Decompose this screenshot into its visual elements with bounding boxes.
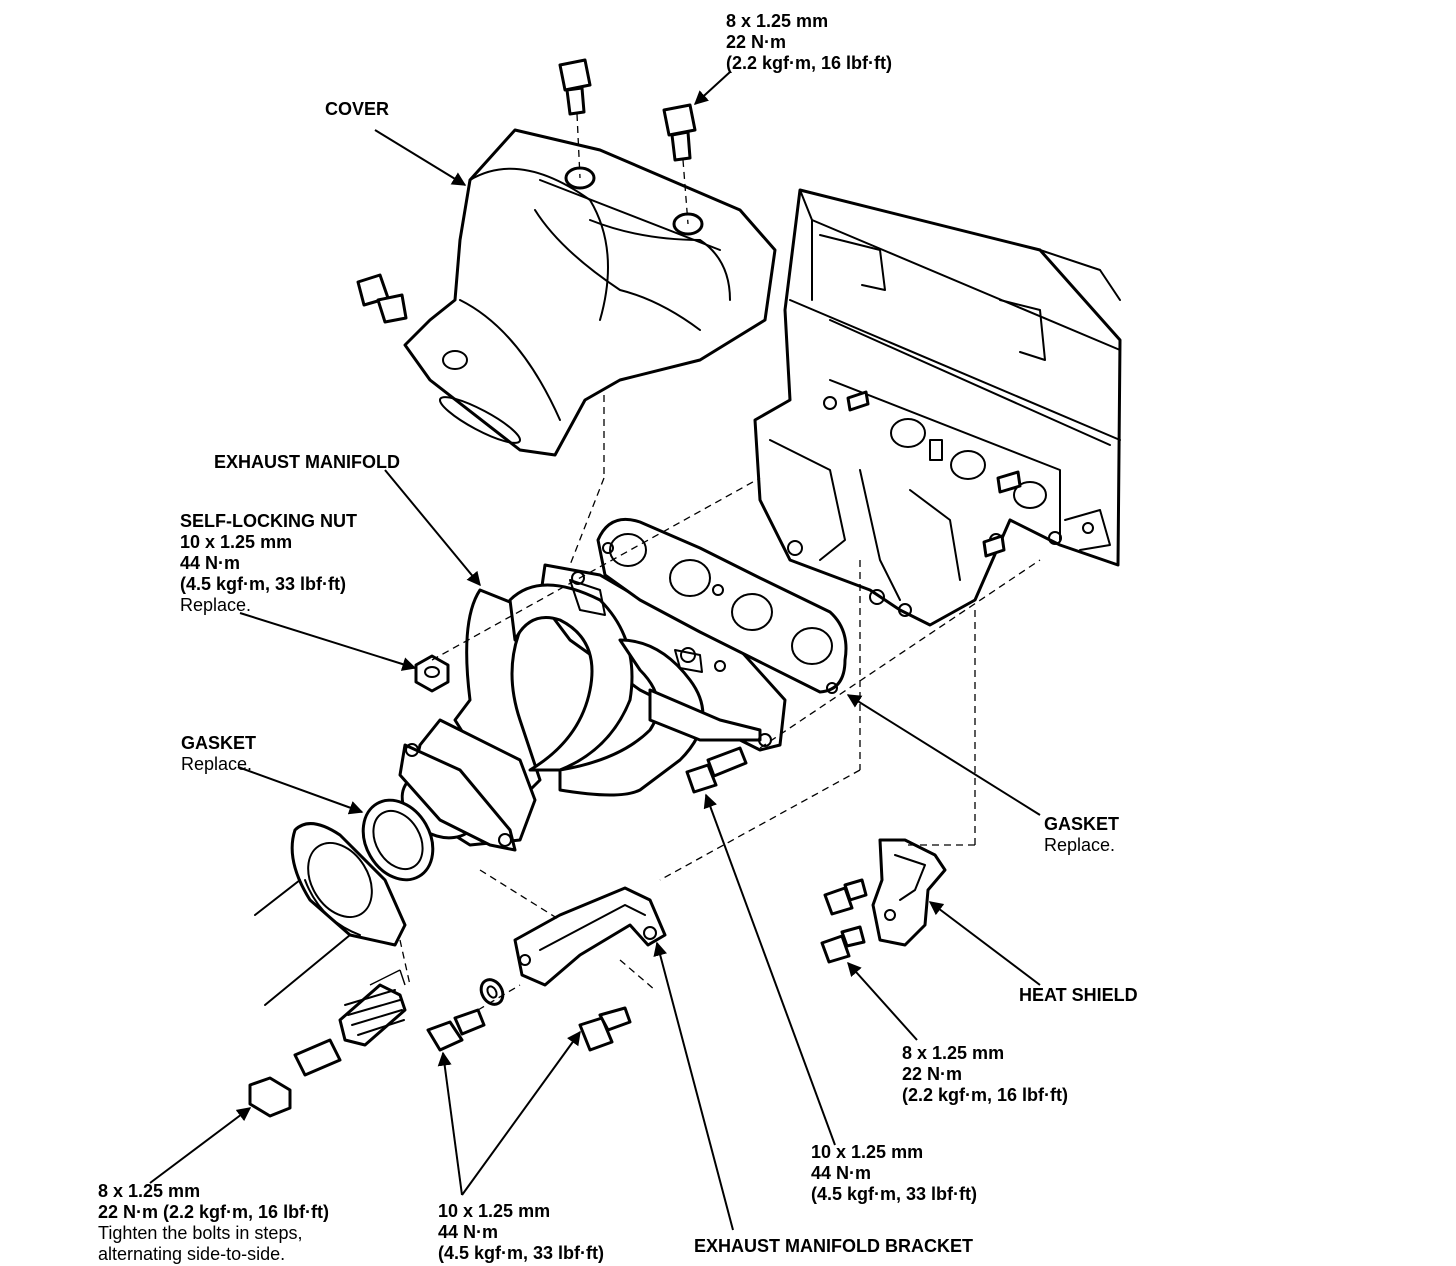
exhaust-manifold-callout: EXHAUST MANIFOLD [214,452,400,473]
bracket-washer [479,978,505,1006]
gasket-right-callout: GASKET Replace. [1044,814,1119,856]
outlet-gasket-part [361,798,435,882]
cover-part [403,128,777,457]
heat-shield-label: HEAT SHIELD [1019,985,1138,1005]
leader-lines [149,71,1041,1231]
bracket-bolts [426,1006,632,1052]
head-studs [846,390,1022,558]
bracket-bolts-size: 10 x 1.25 mm [438,1201,551,1221]
cover-callout: COVER [325,99,389,120]
manifold-bolt-callout: 10 x 1.25 mm 44 N·m (4.5 kgf·m, 33 lbf·f… [811,1142,977,1205]
heat-shield-bolt-size: 8 x 1.25 mm [902,1043,1005,1063]
spring-bolt-note-2: alternating side-to-side. [98,1244,286,1264]
cover-label: COVER [325,99,390,119]
spring-bolt-part [248,969,407,1118]
exhaust-manifold-label: EXHAUST MANIFOLD [214,452,400,472]
gasket-left-label: GASKET [181,733,257,753]
exhaust-pipe-part [254,822,407,1006]
gasket-left-callout: GASKET Replace. [181,733,256,775]
gasket-right-note: Replace. [1044,835,1116,855]
heat-shield-callout: HEAT SHIELD [1019,985,1138,1006]
bracket-callout: EXHAUST MANIFOLD BRACKET [694,1236,973,1257]
gasket-right-label: GASKET [1044,814,1120,834]
bracket-label: EXHAUST MANIFOLD BRACKET [694,1236,973,1256]
exhaust-manifold-part [398,563,787,852]
spring-bolt-torque: 22 N·m (2.2 kgf·m, 16 lbf·ft) [98,1202,330,1222]
top-bolt-size: 8 x 1.25 mm [726,11,829,31]
self-locking-nut-size: 10 x 1.25 mm [180,532,293,552]
alignment-lines [399,395,1041,1011]
bracket-bolts-torque-alt: (4.5 kgf·m, 33 lbf·ft) [438,1243,605,1263]
spring-bolt-note-1: Tighten the bolts in steps, [98,1223,303,1243]
cylinder-head [753,188,1122,627]
bracket-bolts-callout: 10 x 1.25 mm 44 N·m (4.5 kgf·m, 33 lbf·f… [438,1201,604,1264]
self-locking-nut-callout: SELF-LOCKING NUT 10 x 1.25 mm 44 N·m (4.… [180,511,357,616]
bracket-bolts-torque: 44 N·m [438,1222,499,1242]
heat-shield-part [820,838,947,964]
spring-bolt-callout: 8 x 1.25 mm 22 N·m (2.2 kgf·m, 16 lbf·ft… [98,1181,329,1265]
heat-shield-bolt-torque: 22 N·m [902,1064,963,1084]
self-locking-nut-note: Replace. [180,595,252,615]
self-locking-nut-torque: 44 N·m [180,553,241,573]
self-locking-nut-torque-alt: (4.5 kgf·m, 33 lbf·ft) [180,574,347,594]
cover-bolts [356,58,697,324]
top-bolt-callout: 8 x 1.25 mm 22 N·m (2.2 kgf·m, 16 lbf·ft… [726,11,892,74]
manifold-gasket-part [596,517,848,694]
top-bolt-torque-alt: (2.2 kgf·m, 16 lbf·ft) [726,53,893,73]
manifold-bolt-size: 10 x 1.25 mm [811,1142,924,1162]
top-bolt-torque: 22 N·m [726,32,787,52]
manifold-bolt-torque-alt: (4.5 kgf·m, 33 lbf·ft) [811,1184,978,1204]
self-locking-nut-part [414,654,450,693]
spring-bolt-size: 8 x 1.25 mm [98,1181,201,1201]
gasket-left-note: Replace. [181,754,253,774]
manifold-bolt-torque: 44 N·m [811,1163,872,1183]
manifold-bracket-part [513,886,667,987]
heat-shield-bolt-callout: 8 x 1.25 mm 22 N·m (2.2 kgf·m, 16 lbf·ft… [902,1043,1068,1106]
self-locking-nut-label: SELF-LOCKING NUT [180,511,357,531]
manifold-lower-bolt [685,746,748,794]
heat-shield-bolt-torque-alt: (2.2 kgf·m, 16 lbf·ft) [902,1085,1069,1105]
